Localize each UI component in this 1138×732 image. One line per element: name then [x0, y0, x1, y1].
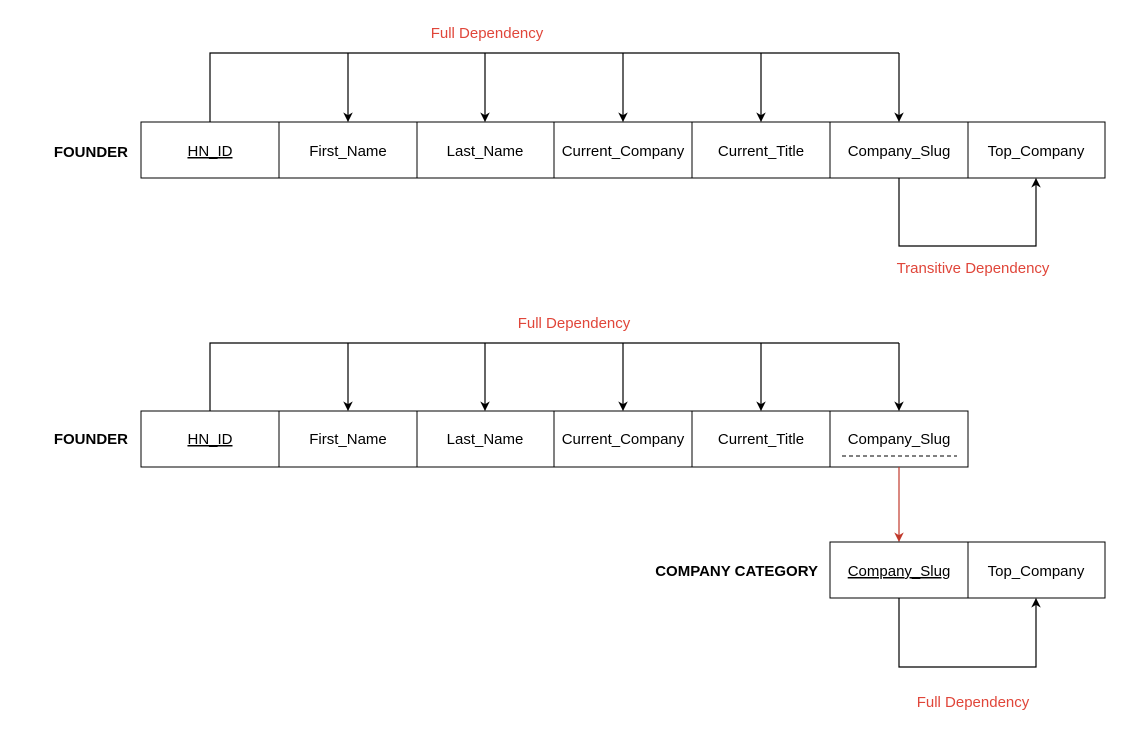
founder-row: HN_ID First_Name Last_Name Current_Compa… — [140, 121, 1106, 179]
full-dependency-label: Full Dependency — [917, 694, 1030, 711]
founder-cell-last-name: Last_Name — [416, 410, 555, 468]
founder-table-original: FOUNDER HN_ID First_Name Last_Name Curre… — [54, 25, 1106, 277]
founder-table-normalized: FOUNDER HN_ID First_Name Last_Name Curre… — [54, 315, 969, 542]
founder-cell-current-title: Current_Title — [691, 410, 831, 468]
transitive-dependency-label: Transitive Dependency — [897, 260, 1050, 277]
full-dependency-label: Full Dependency — [431, 25, 544, 42]
founder-table-label: FOUNDER — [54, 144, 128, 161]
founder-table-label: FOUNDER — [54, 431, 128, 448]
full-dependency-connector — [209, 342, 904, 411]
founder-cell-current-title: Current_Title — [691, 121, 831, 179]
column-current-title: Current_Title — [718, 431, 804, 448]
column-last-name: Last_Name — [447, 431, 524, 448]
founder-cell-hn-id: HN_ID — [140, 410, 280, 468]
founder-cell-company-slug: Company_Slug — [829, 121, 969, 179]
founder-cell-top-company: Top_Company — [967, 121, 1106, 179]
founder-cell-current-company: Current_Company — [553, 121, 693, 179]
full-dependency-connector — [209, 52, 904, 122]
column-first-name: First_Name — [309, 431, 387, 448]
founder-cell-first-name: First_Name — [278, 121, 418, 179]
company-category-cell-top-company: Top_Company — [967, 541, 1106, 599]
column-top-company: Top_Company — [988, 563, 1085, 580]
column-current-company: Current_Company — [562, 143, 685, 160]
founder-cell-current-company: Current_Company — [553, 410, 693, 468]
column-company-slug-primary-key: Company_Slug — [848, 563, 951, 580]
founder-cell-last-name: Last_Name — [416, 121, 555, 179]
full-dependency-connector — [898, 598, 1041, 668]
founder-cell-company-slug: Company_Slug — [829, 410, 969, 468]
company-category-cell-company-slug: Company_Slug — [829, 541, 969, 599]
transitive-dependency-connector — [898, 178, 1041, 247]
column-company-slug-foreign-key: Company_Slug — [848, 431, 951, 448]
column-top-company: Top_Company — [988, 143, 1085, 160]
column-hn-id: HN_ID — [187, 143, 232, 160]
full-dependency-label: Full Dependency — [518, 315, 631, 332]
column-current-company: Current_Company — [562, 431, 685, 448]
founder-cell-hn-id: HN_ID — [140, 121, 280, 179]
company-category-table-label: COMPANY CATEGORY — [655, 563, 818, 580]
founder-cell-first-name: First_Name — [278, 410, 418, 468]
column-last-name: Last_Name — [447, 143, 524, 160]
company-category-table: COMPANY CATEGORY Company_Slug Top_Compan… — [655, 541, 1106, 711]
company-category-row: Company_Slug Top_Company — [829, 541, 1106, 599]
founder-row: HN_ID First_Name Last_Name Current_Compa… — [140, 410, 969, 468]
column-hn-id: HN_ID — [187, 431, 232, 448]
column-company-slug: Company_Slug — [848, 143, 951, 160]
column-first-name: First_Name — [309, 143, 387, 160]
column-current-title: Current_Title — [718, 143, 804, 160]
